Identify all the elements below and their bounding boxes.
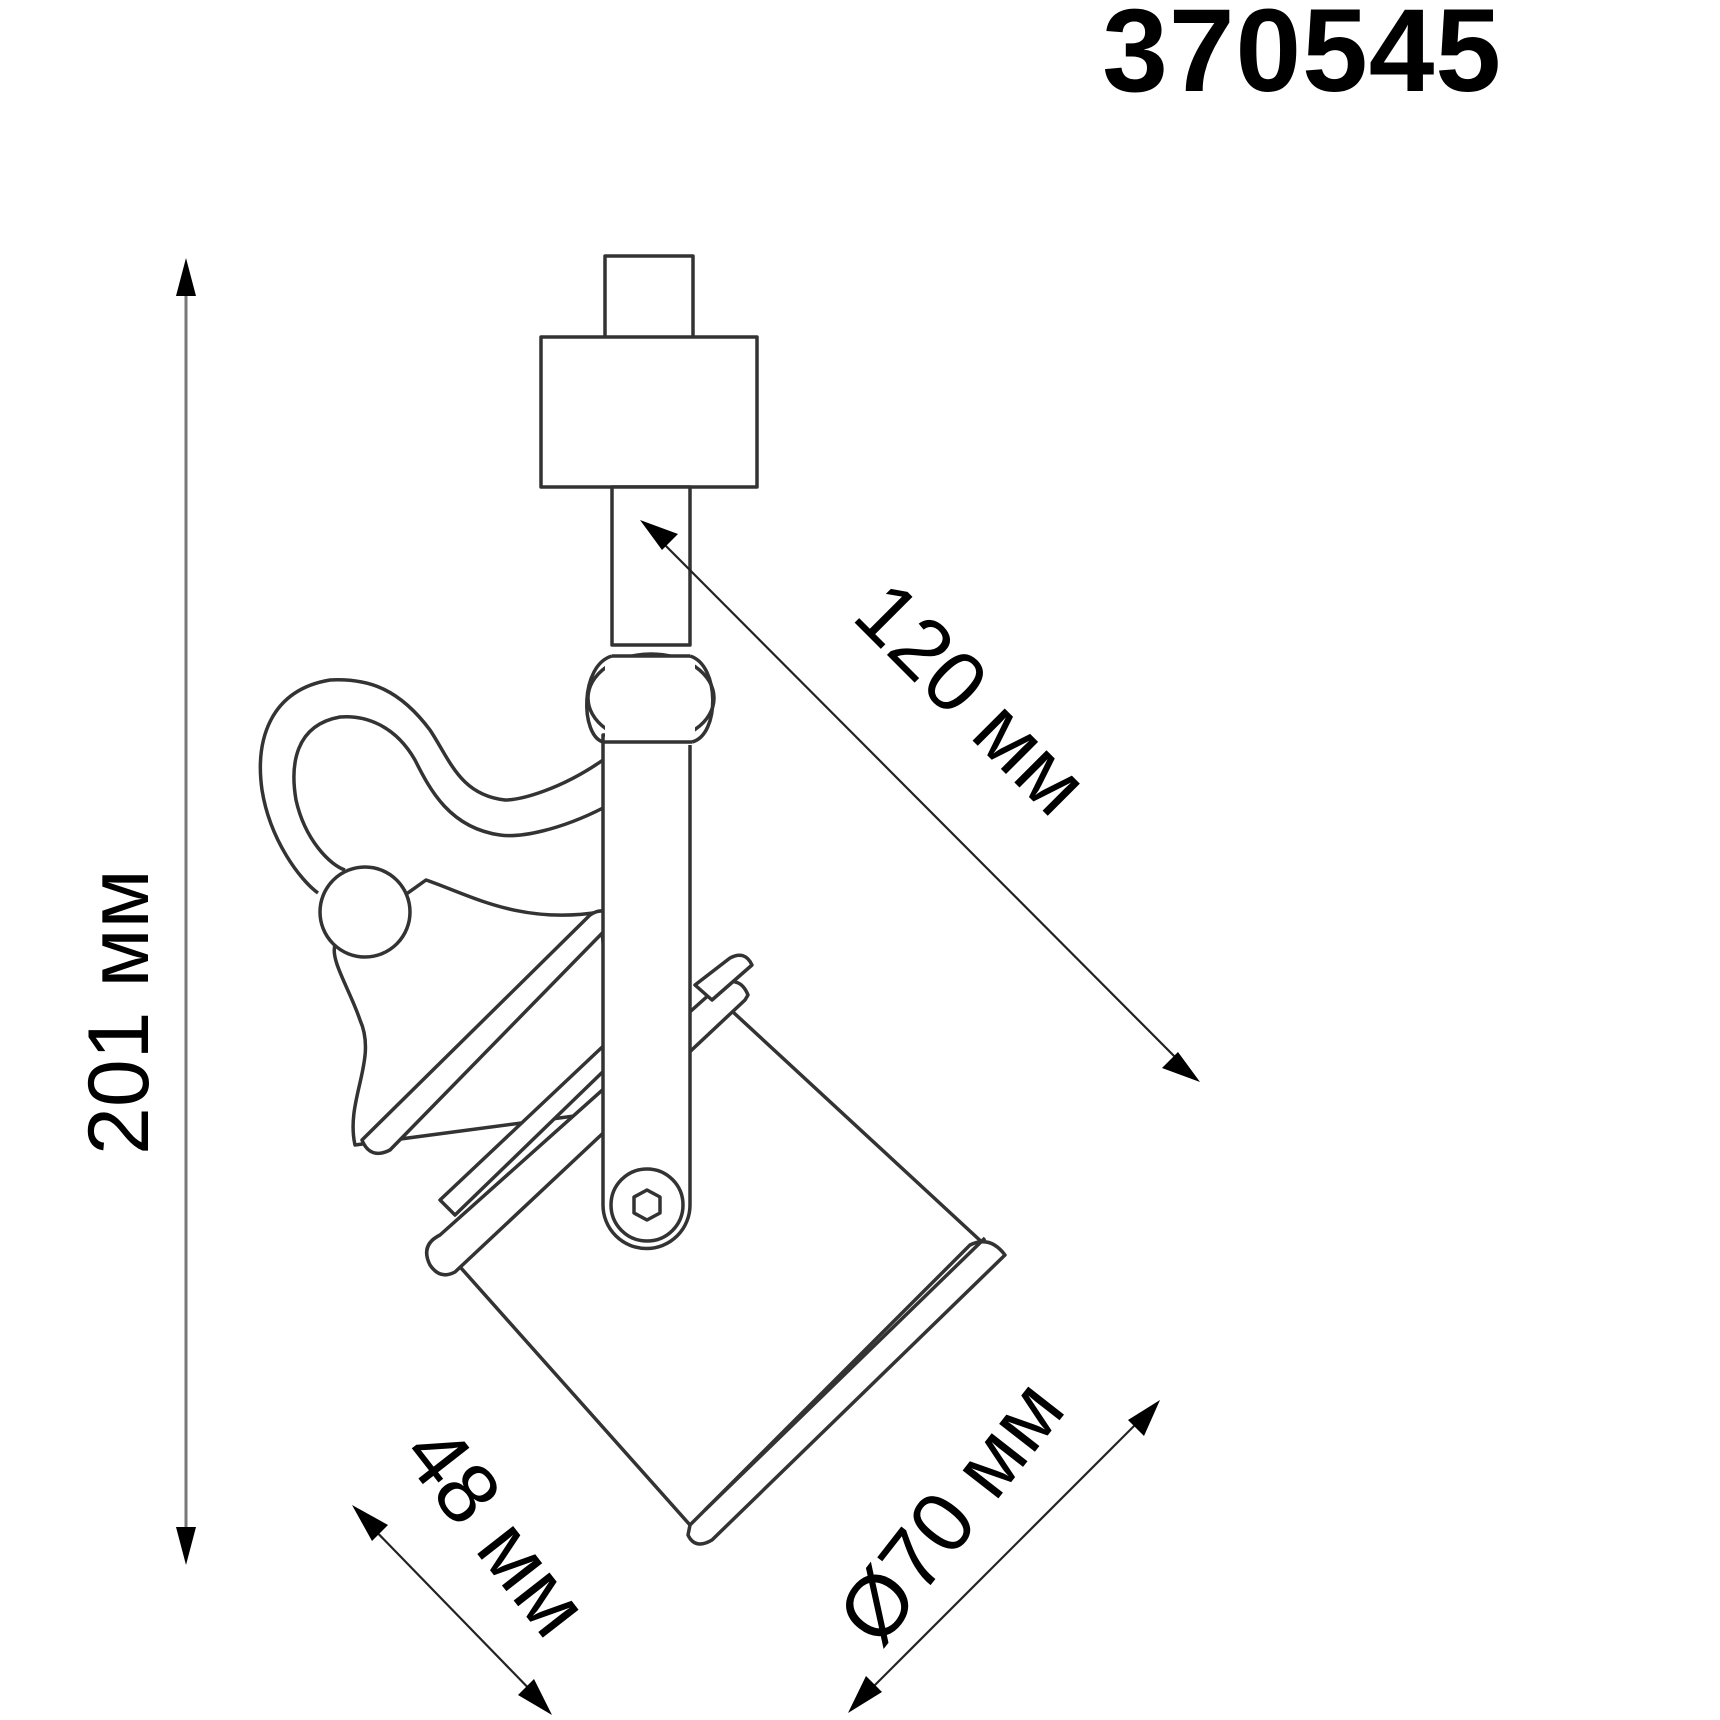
decorative-hook	[258, 678, 605, 895]
swivel-arm	[585, 652, 716, 1251]
dimension-diameter: Ø70 мм	[819, 1362, 1160, 1713]
diameter-label: Ø70 мм	[819, 1362, 1082, 1661]
height-label: 201 мм	[71, 869, 167, 1155]
adapter-block	[539, 335, 759, 489]
hex-socket-icon	[632, 1188, 662, 1222]
top-ring-right	[693, 953, 754, 1002]
arm-length-label: 120 мм	[837, 564, 1107, 834]
adapter-top-pin	[603, 254, 695, 340]
track-adapter	[539, 254, 759, 489]
base-width-label: 48 мм	[385, 1408, 607, 1655]
lamp-head	[318, 865, 1007, 1546]
rear-knob	[318, 865, 412, 959]
dimension-base-width: 48 мм	[352, 1408, 607, 1715]
upper-stem	[610, 485, 692, 647]
product-code: 370545	[1102, 0, 1502, 117]
dimension-height: 201 мм	[71, 258, 196, 1565]
